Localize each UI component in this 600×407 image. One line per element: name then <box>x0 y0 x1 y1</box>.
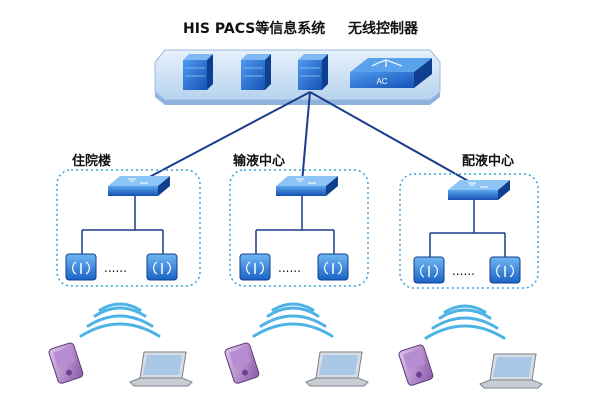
access-point-icon <box>413 256 445 284</box>
access-point-icon <box>146 253 178 281</box>
laptop-icon <box>305 351 369 387</box>
access-point-icon <box>239 253 271 281</box>
pda-icon <box>398 344 434 386</box>
wireless-controller-label: 无线控制器 <box>348 21 418 37</box>
access-point-icon <box>489 256 521 284</box>
zone-inpatient <box>56 169 201 287</box>
zone-label-infusion: 输液中心 <box>233 154 286 169</box>
zone-dispensing <box>399 173 539 289</box>
servers-label: HIS PACS等信息系统 <box>183 21 326 37</box>
laptop-icon <box>479 353 543 389</box>
zone-label-inpatient: 住院楼 <box>72 154 112 169</box>
laptop-icon <box>129 351 193 387</box>
ap-ellipsis: ...... <box>278 261 301 275</box>
wireless-controller-icon: AC <box>350 58 432 88</box>
access-point-icon <box>317 253 349 281</box>
server-icon <box>241 54 271 90</box>
ac-device-label: AC <box>376 77 387 86</box>
distribution-lines <box>81 196 506 258</box>
pda-icon <box>224 342 260 384</box>
switch-icon <box>276 176 338 196</box>
wifi-signal-icon <box>424 304 506 340</box>
ap-ellipsis: ...... <box>452 264 475 278</box>
access-point-icon <box>65 253 97 281</box>
pda-icon <box>48 342 84 384</box>
switch-icon <box>108 176 170 196</box>
ap-ellipsis: ...... <box>104 261 127 275</box>
server-icon <box>298 54 328 90</box>
wifi-signal-icon <box>79 302 161 338</box>
server-icon <box>183 54 213 90</box>
wifi-signal-icon <box>252 302 334 338</box>
zone-label-dispensing: 配液中心 <box>462 154 515 169</box>
uplink-lines <box>139 91 471 183</box>
zone-infusion <box>229 169 369 287</box>
switch-icon <box>448 180 510 200</box>
